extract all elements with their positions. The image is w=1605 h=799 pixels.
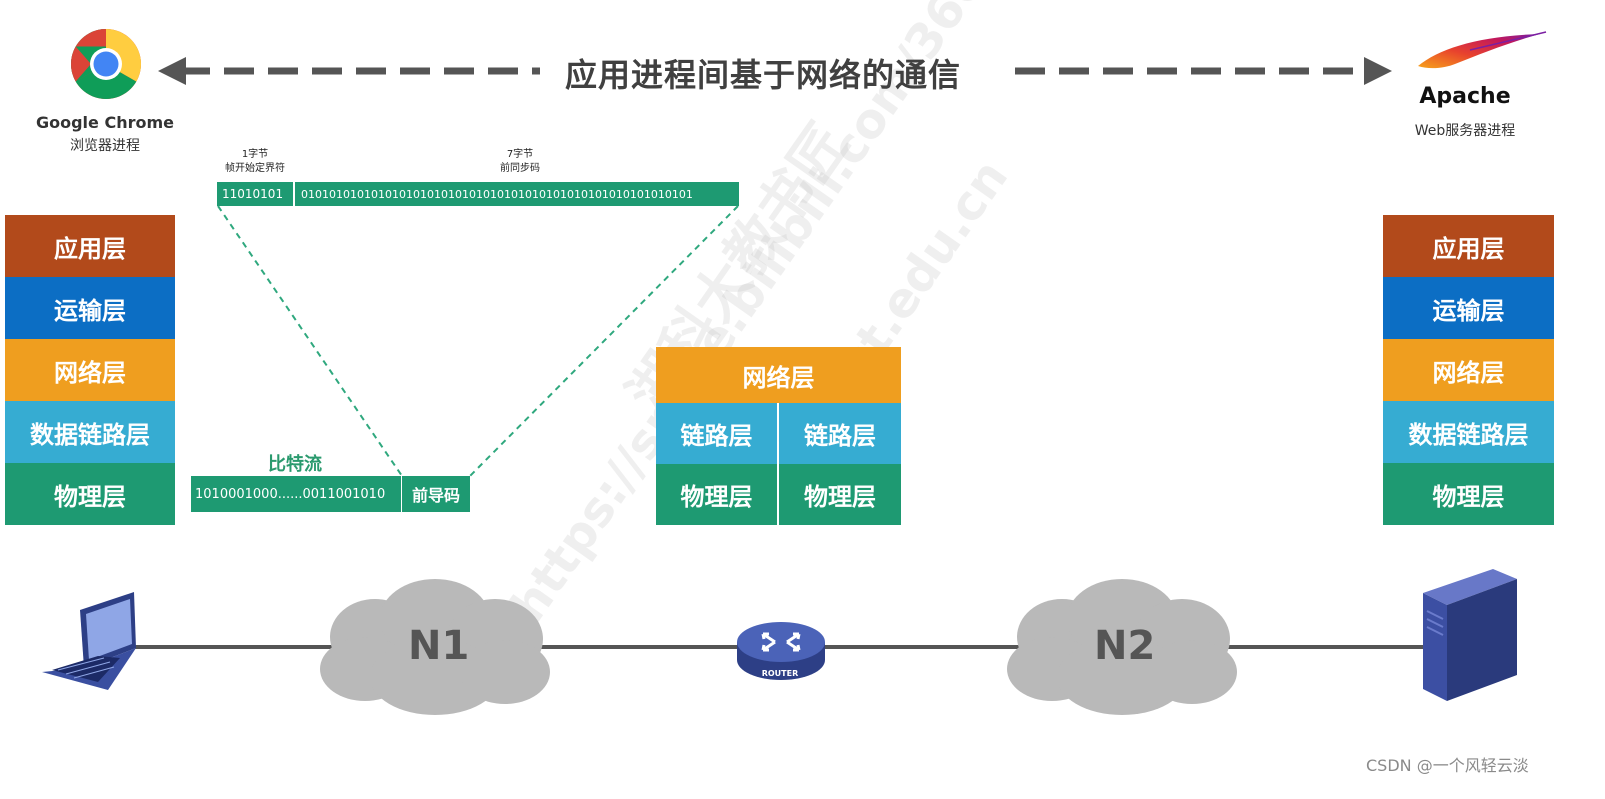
left-transport-layer: 运输层 <box>5 277 175 339</box>
preamble-note-line2: 前同步码 <box>500 163 540 174</box>
cloud-n2-icon <box>1007 579 1237 715</box>
bitstream-preamble: 前导码 <box>402 476 470 512</box>
laptop-icon <box>42 592 136 690</box>
right-network-layer: 网络层 <box>1383 339 1554 401</box>
server-name: Apache <box>1419 84 1511 109</box>
client-name: Google Chrome <box>35 113 174 132</box>
server-subtitle: Web服务器进程 <box>1414 123 1516 139</box>
diagram-title: 应用进程间基于网络的通信 <box>565 56 962 94</box>
right-physical-layer: 物理层 <box>1383 463 1554 525</box>
sfd-bits: 11010101 <box>217 182 293 206</box>
chrome-logo-icon <box>71 29 141 99</box>
left-datalink-layer: 数据链路层 <box>5 401 175 463</box>
preamble-note-line1: 7字节 <box>506 149 534 160</box>
right-application-layer: 应用层 <box>1383 215 1554 277</box>
left-network-layer: 网络层 <box>5 339 175 401</box>
server-tower-icon <box>1423 569 1517 701</box>
router-label: ROUTER <box>761 669 799 678</box>
cloud-n2-label: N2 <box>1094 623 1156 669</box>
credit-text: CSDN @一个风轻云淡 <box>1366 756 1529 775</box>
router-physical-layer-right: 物理层 <box>779 464 901 525</box>
cloud-n1-icon <box>320 579 550 715</box>
sfd-note-line2: 帧开始定界符 <box>225 163 285 174</box>
bitstream-label: 比特流 <box>268 454 322 475</box>
preamble-bits: 0101010101010101010101010101010101010101… <box>295 182 739 206</box>
apache-feather-icon <box>1418 31 1547 69</box>
bitstream-bits: 1010001000......0011001010 <box>191 476 401 512</box>
right-transport-layer: 运输层 <box>1383 277 1554 339</box>
left-physical-layer: 物理层 <box>5 463 175 525</box>
left-application-layer: 应用层 <box>5 215 175 277</box>
sfd-note-line1: 1字节 <box>241 149 269 160</box>
communication-arrow <box>158 57 1392 85</box>
client-subtitle: 浏览器进程 <box>70 138 140 154</box>
cloud-n1-label: N1 <box>408 623 470 669</box>
right-datalink-layer: 数据链路层 <box>1383 401 1554 463</box>
router-icon <box>737 622 825 680</box>
router-link-layer-right: 链路层 <box>779 403 901 464</box>
